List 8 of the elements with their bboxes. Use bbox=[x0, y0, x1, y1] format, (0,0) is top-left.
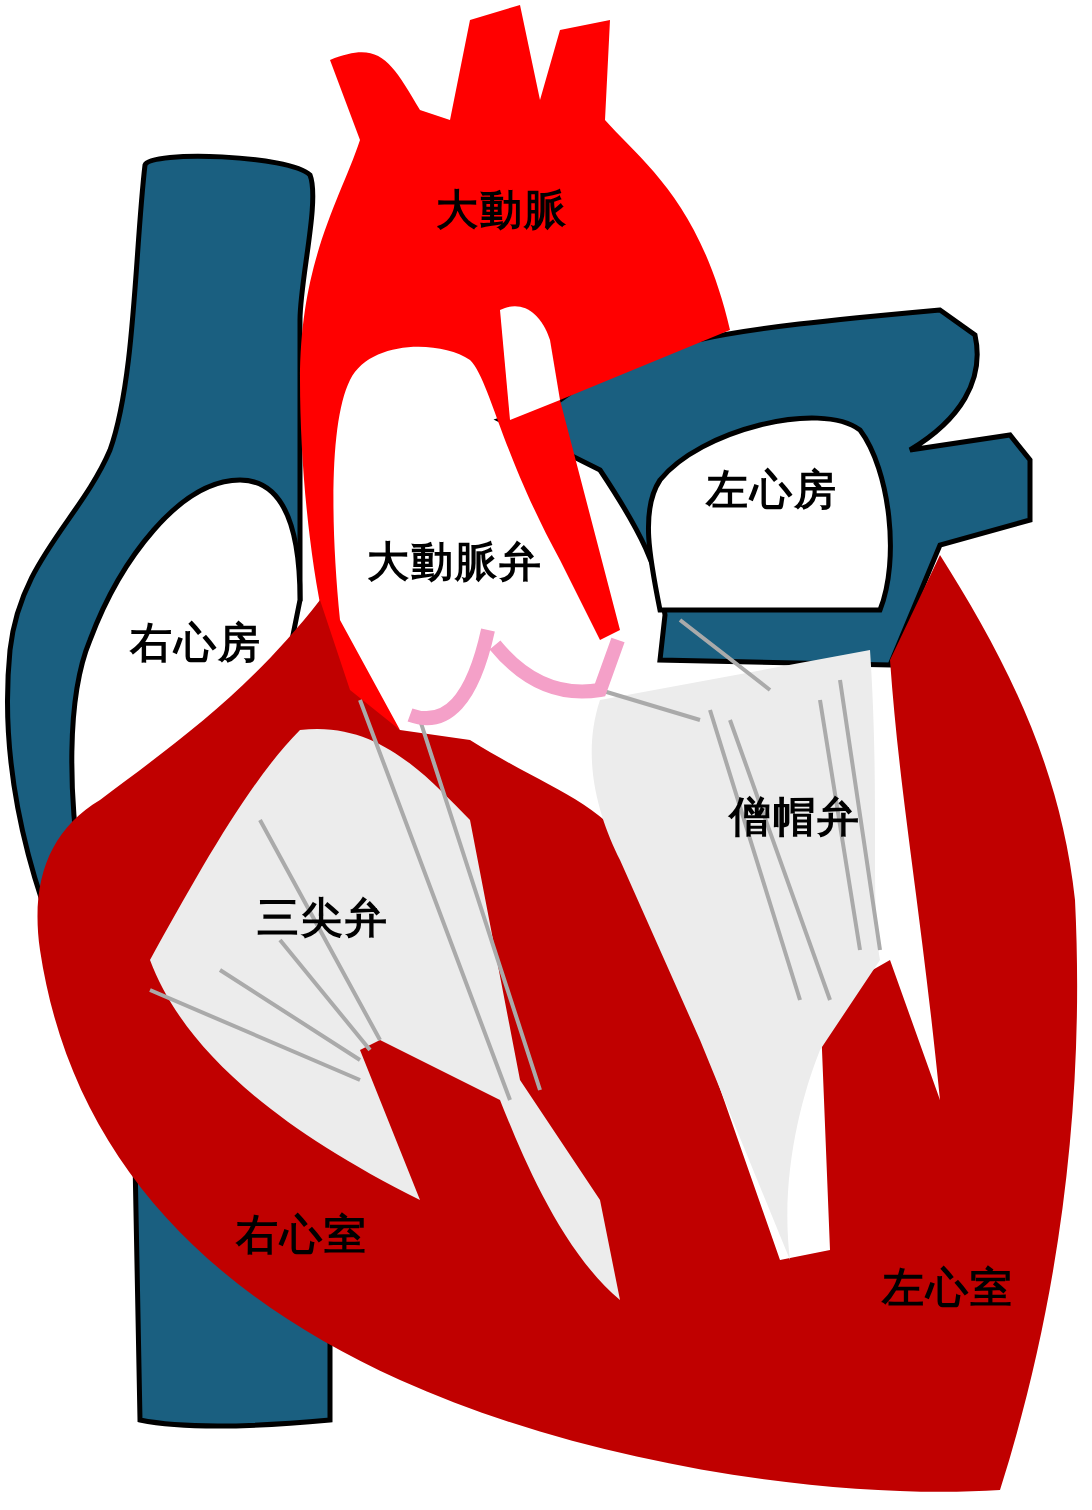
anatomy-label: 右心室 bbox=[236, 1209, 368, 1261]
anatomy-label: 左心室 bbox=[882, 1262, 1014, 1314]
anatomy-label: 大動脈弁 bbox=[367, 536, 543, 588]
anatomy-label: 三尖弁 bbox=[257, 892, 389, 944]
anatomy-label: 大動脈 bbox=[436, 184, 568, 236]
anatomy-label: 右心房 bbox=[130, 617, 262, 669]
anatomy-label: 僧帽弁 bbox=[729, 791, 861, 843]
anatomy-label: 左心房 bbox=[706, 464, 838, 516]
